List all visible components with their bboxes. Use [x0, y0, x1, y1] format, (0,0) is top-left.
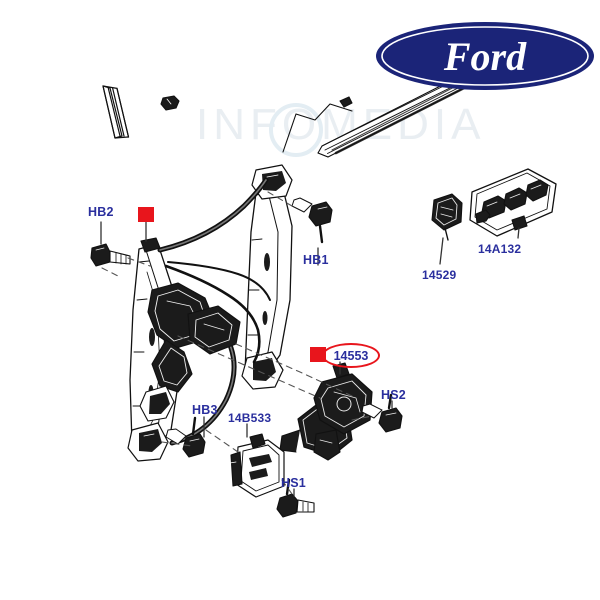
watermark-circle-o-icon	[269, 103, 323, 157]
label-14a132[interactable]: 14A132	[478, 242, 522, 256]
label-14b533[interactable]: 14B533	[228, 411, 272, 425]
label-hs2[interactable]: HS2	[381, 388, 406, 402]
highlight-marker-regulator	[138, 207, 154, 222]
highlighted-part-number: 14553	[333, 348, 369, 363]
svg-text:Ford: Ford	[443, 34, 527, 79]
highlight-ellipse	[322, 343, 380, 368]
label-14529[interactable]: 14529	[422, 268, 457, 282]
label-hb2[interactable]: HB2	[88, 205, 114, 219]
label-hb3[interactable]: HB3	[192, 403, 218, 417]
label-hb1[interactable]: HB1	[303, 253, 329, 267]
ford-logo: Ford	[374, 20, 596, 92]
label-hs1[interactable]: HS1	[281, 476, 306, 490]
